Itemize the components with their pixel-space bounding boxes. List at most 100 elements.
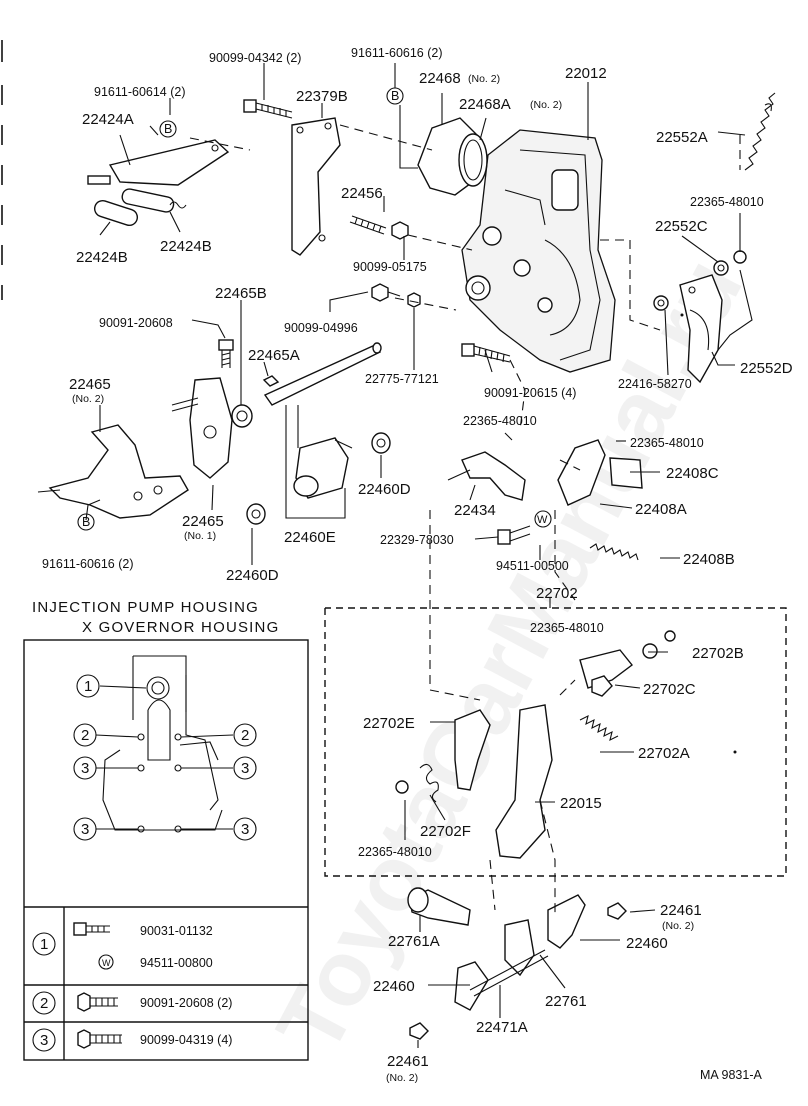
label-22461-b-sub: (No. 2) bbox=[386, 1072, 418, 1084]
washer-22460D-drawing bbox=[246, 432, 391, 525]
table-row: 1 90031-01132 W 94511-00800 bbox=[32, 922, 213, 970]
label-22365-48010-a: 22365-48010 bbox=[690, 195, 764, 209]
marker-b-icon: B bbox=[159, 120, 177, 138]
assembly-22702-drawing bbox=[395, 630, 676, 859]
label-22460-b: 22460 bbox=[373, 978, 415, 995]
label-22408C: 22408C bbox=[666, 465, 719, 482]
label-22424A: 22424A bbox=[82, 111, 134, 128]
callout-2: 2 bbox=[73, 723, 97, 747]
spring-22552A-drawing bbox=[744, 92, 776, 171]
label-22012: 22012 bbox=[565, 65, 607, 82]
label-22552A: 22552A bbox=[656, 129, 708, 146]
label-22552C: 22552C bbox=[655, 218, 708, 235]
svg-text:3: 3 bbox=[241, 821, 249, 838]
svg-text:B: B bbox=[391, 89, 399, 103]
label-22329-78030: 22329-78030 bbox=[380, 533, 454, 547]
svg-text:B: B bbox=[164, 122, 172, 136]
label-22460D-b: 22460D bbox=[226, 567, 279, 584]
label-91611-60614: 91611-60614 (2) bbox=[94, 85, 186, 99]
label-22465B: 22465B bbox=[215, 285, 267, 302]
label-94511-00500: 94511-00500 bbox=[496, 559, 569, 573]
screw-22456-drawing bbox=[349, 215, 409, 240]
label-22015: 22015 bbox=[560, 795, 602, 812]
label-22465-no2: 22465 bbox=[69, 376, 111, 393]
label-22702A: 22702A bbox=[638, 745, 690, 762]
label-22379B: 22379B bbox=[296, 88, 348, 105]
spring-22424B-drawing bbox=[93, 188, 187, 227]
shaft-drawing bbox=[263, 342, 382, 406]
bottom-parts-drawing bbox=[407, 887, 627, 1040]
svg-text:3: 3 bbox=[40, 1032, 48, 1049]
label-22702F: 22702F bbox=[420, 823, 471, 840]
callout-3: 3 bbox=[233, 817, 257, 841]
svg-text:90099-04319 (4): 90099-04319 (4) bbox=[140, 1033, 232, 1047]
label-22465-no1: 22465 bbox=[182, 513, 224, 530]
svg-text:B: B bbox=[82, 515, 90, 529]
callout-2: 2 bbox=[233, 723, 257, 747]
svg-text:2: 2 bbox=[40, 995, 48, 1012]
marker-w-icon: W bbox=[534, 510, 552, 528]
svg-text:3: 3 bbox=[241, 760, 249, 777]
label-22424B-b: 22424B bbox=[160, 238, 212, 255]
inset-title-line1: INJECTION PUMP HOUSING bbox=[32, 599, 259, 616]
callout-3: 3 bbox=[233, 756, 257, 780]
svg-text:2: 2 bbox=[241, 727, 249, 744]
callout-3: 3 bbox=[73, 817, 97, 841]
inset-title-line2: X GOVERNOR HOUSING bbox=[82, 619, 279, 636]
washer-icon bbox=[98, 954, 114, 970]
label-22471A: 22471A bbox=[476, 1019, 528, 1036]
marker-b-icon: B bbox=[77, 513, 95, 531]
label-22468A-sub: (No. 2) bbox=[530, 99, 562, 111]
svg-text:94511-00800: 94511-00800 bbox=[140, 956, 213, 970]
label-22365-48010-b: 22365-48010 bbox=[463, 414, 537, 428]
label-22468: 22468 bbox=[419, 70, 461, 87]
label-22434: 22434 bbox=[454, 502, 496, 519]
label-90099-05175: 90099-05175 bbox=[353, 260, 427, 274]
governor-housing-drawing bbox=[461, 129, 616, 373]
table-row: 3 90099-04319 (4) bbox=[32, 1028, 232, 1052]
label-22365-48010-d: 22365-48010 bbox=[530, 621, 604, 635]
bracket-22379B-drawing bbox=[291, 117, 341, 256]
label-22460D-a: 22460D bbox=[358, 481, 411, 498]
bush-22465B-drawing bbox=[231, 375, 280, 428]
label-22702C: 22702C bbox=[643, 681, 696, 698]
label-22365-48010-e: 22365-48010 bbox=[358, 845, 432, 859]
label-22408A: 22408A bbox=[635, 501, 687, 518]
label-22461-b: 22461 bbox=[387, 1053, 429, 1070]
flange-bolt-icon bbox=[77, 1029, 91, 1049]
dashed-lines bbox=[189, 124, 787, 918]
label-91611-60616-bot: 91611-60616 (2) bbox=[42, 557, 134, 571]
svg-text:3: 3 bbox=[81, 821, 89, 838]
lever-22408A-drawing bbox=[557, 439, 643, 561]
label-22761: 22761 bbox=[545, 993, 587, 1010]
bolt-90099-04996-drawing bbox=[371, 283, 421, 308]
link-22434-drawing bbox=[447, 451, 526, 501]
table-row: 2 90091-20608 (2) bbox=[32, 991, 232, 1015]
label-22408B: 22408B bbox=[683, 551, 735, 568]
dot bbox=[680, 313, 684, 317]
svg-text:90031-01132: 90031-01132 bbox=[140, 924, 213, 938]
label-22761A: 22761A bbox=[388, 933, 440, 950]
label-22461-a: 22461 bbox=[660, 902, 702, 919]
label-22416-58270: 22416-58270 bbox=[618, 377, 692, 391]
label-22775-77121: 22775-77121 bbox=[365, 372, 439, 386]
svg-text:2: 2 bbox=[81, 727, 89, 744]
callout-3: 3 bbox=[73, 756, 97, 780]
svg-text:1: 1 bbox=[84, 678, 92, 695]
lever-22465-no2-drawing bbox=[37, 424, 189, 519]
bolt-90091-20608-drawing bbox=[218, 339, 234, 368]
bolt-icon bbox=[73, 922, 87, 936]
svg-text:90091-20608 (2): 90091-20608 (2) bbox=[140, 996, 232, 1010]
lever-22465-no1-drawing bbox=[171, 377, 233, 479]
washers-drawing bbox=[653, 250, 747, 311]
label-22456: 22456 bbox=[341, 185, 383, 202]
bolt-90099-04342-drawing bbox=[243, 99, 293, 119]
label-22702B: 22702B bbox=[692, 645, 744, 662]
label-22460E: 22460E bbox=[284, 529, 336, 546]
dot bbox=[733, 750, 737, 754]
callout-1: 1 bbox=[76, 674, 100, 698]
label-22465-no1-sub: (No. 1) bbox=[184, 530, 216, 542]
label-22461-a-sub: (No. 2) bbox=[662, 920, 694, 932]
label-22460-a: 22460 bbox=[626, 935, 668, 952]
